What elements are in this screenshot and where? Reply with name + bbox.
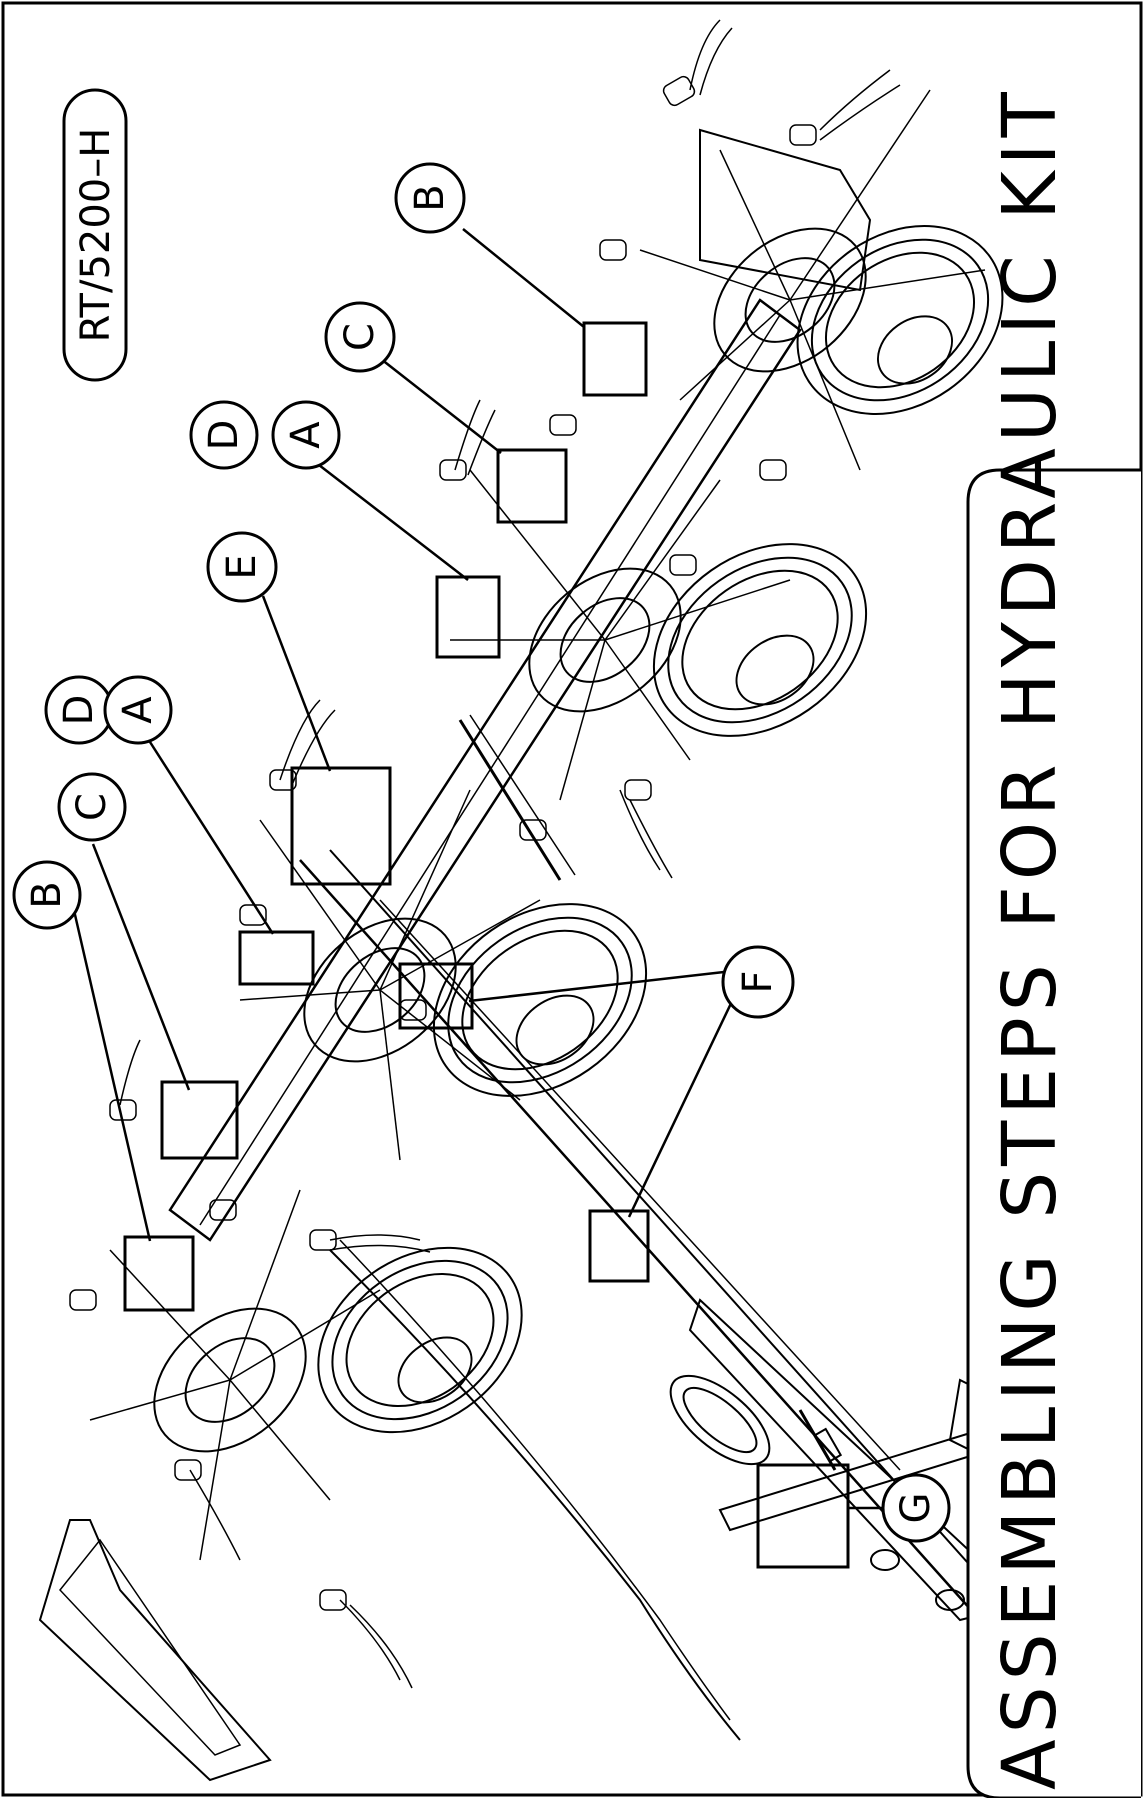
detail-boxes [123, 321, 850, 1569]
model-label-frame [62, 88, 128, 382]
callout-circles [12, 162, 951, 1543]
detail-box-c-right [496, 448, 568, 524]
callout-letter-a-left: A [115, 696, 161, 724]
callout-letter-c-right: C [337, 323, 383, 351]
callout-letter-e: E [219, 554, 265, 579]
detail-box-g [756, 1463, 850, 1569]
callout-circle-c-left [57, 772, 127, 842]
callout-letter-d-left: D [56, 695, 102, 726]
callout-circle-f [721, 945, 795, 1019]
detail-box-a-left [238, 930, 315, 986]
wheel-1 [796, 225, 1004, 415]
title-frame [966, 468, 1141, 1800]
callout-letter-a-right: A [283, 421, 329, 449]
callout-letter-b-left: B [24, 881, 70, 908]
detail-box-b-right [582, 321, 648, 397]
callout-letter-d-right: D [201, 420, 247, 451]
detail-box-f-lower [588, 1209, 650, 1283]
detail-box-c-left [160, 1080, 239, 1160]
detail-box-f-upper [398, 962, 474, 1030]
callout-letter-b-right: B [407, 184, 453, 211]
callout-circle-e [206, 531, 278, 603]
callout-circle-d-right [189, 400, 259, 470]
callout-letter-g: G [893, 1493, 939, 1524]
callout-circle-g [881, 1473, 951, 1543]
callout-circle-c-right [324, 301, 396, 373]
callout-circle-a-left [103, 675, 173, 745]
leader-lines [68, 228, 882, 1510]
detail-box-e [290, 766, 392, 886]
callout-circle-b-right [394, 162, 466, 234]
drawing-title: ASSEMBLING STEPS FOR HYDRAULIC KIT [987, 86, 1073, 1790]
detail-box-b-left [123, 1235, 195, 1312]
callout-circle-a-right [271, 400, 341, 470]
callout-letter-f: F [735, 970, 781, 993]
model-label: RT/5200–H [73, 128, 119, 343]
callout-letter-c-left: C [69, 793, 115, 821]
callout-circle-b-left [12, 860, 82, 930]
detail-box-a-right [435, 575, 501, 659]
